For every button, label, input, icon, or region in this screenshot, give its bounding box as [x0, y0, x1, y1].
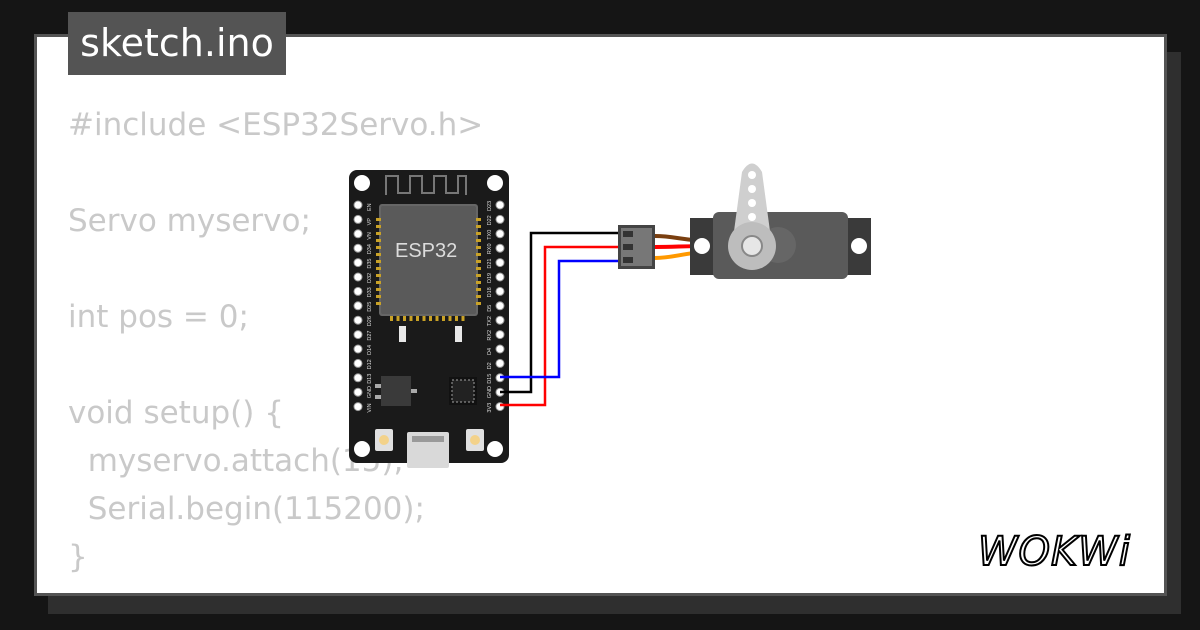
code-line: #include <ESP32Servo.h> [68, 107, 484, 143]
pin-label: EN [367, 203, 373, 211]
code-line: void setup() { [68, 395, 284, 431]
esp32-label: ESP32 [395, 240, 457, 262]
pin-d27[interactable] [353, 330, 363, 340]
pin-d5[interactable] [495, 301, 505, 311]
usb-chip [449, 377, 477, 405]
file-tab[interactable]: sketch.ino [68, 12, 286, 75]
pin-label: GND [487, 386, 493, 398]
pin-d18[interactable] [495, 286, 505, 296]
pin-label: D2 [487, 362, 493, 369]
pin-d4[interactable] [495, 344, 505, 354]
servo-motor[interactable] [618, 163, 871, 280]
en-button[interactable] [375, 429, 393, 451]
pin-d22[interactable] [495, 214, 505, 224]
pin-label: D14 [367, 345, 373, 355]
pin-label: GND [367, 386, 373, 398]
pin-en[interactable] [353, 200, 363, 210]
code-listing: #include <ESP32Servo.h> Servo myservo; i… [68, 101, 483, 581]
pin-label: RX0 [487, 243, 493, 254]
pin-d32[interactable] [353, 272, 363, 282]
pin-label: VIN [367, 403, 373, 412]
code-line: Serial.begin(115200); [68, 491, 425, 527]
pin-rx0[interactable] [495, 243, 505, 253]
pin-label: TX0 [487, 230, 493, 240]
pin-label: D12 [367, 359, 373, 369]
right-pin-header [495, 200, 505, 412]
pin-d33[interactable] [353, 286, 363, 296]
wires[interactable] [500, 231, 626, 407]
pin-d21[interactable] [495, 258, 505, 268]
voltage-regulator [375, 376, 417, 406]
pin-label: TX2 [487, 316, 493, 326]
pin-d13[interactable] [353, 373, 363, 383]
pin-label: D15 [487, 374, 493, 384]
pin-gnd[interactable] [353, 387, 363, 397]
pin-d14[interactable] [353, 344, 363, 354]
pin-d26[interactable] [353, 315, 363, 325]
code-line: Servo myservo; [68, 203, 311, 239]
pin-label: VP [367, 218, 373, 226]
usb-port [407, 432, 449, 468]
pin-label: D18 [487, 287, 493, 297]
pin-vn[interactable] [353, 229, 363, 239]
pin-label: RX2 [487, 330, 493, 341]
boot-button[interactable] [466, 429, 484, 451]
pin-d12[interactable] [353, 358, 363, 368]
pin-d2[interactable] [495, 358, 505, 368]
pin-label: D33 [367, 287, 373, 297]
wokwi-logo-text: WOKWi [978, 529, 1131, 575]
pin-tx0[interactable] [495, 229, 505, 239]
pin-label: D34 [367, 244, 373, 254]
left-pin-header [353, 200, 363, 412]
pin-d34[interactable] [353, 243, 363, 253]
pin-label: 3V3 [487, 403, 493, 413]
wokwi-logo: WOKWi [977, 528, 1131, 576]
pin-label: D35 [367, 259, 373, 269]
pin-d23[interactable] [495, 200, 505, 210]
pin-label: D21 [487, 259, 493, 269]
pin-rx2[interactable] [495, 330, 505, 340]
pin-label: D19 [487, 273, 493, 283]
pin-label: D13 [367, 374, 373, 384]
pin-label: D25 [367, 302, 373, 312]
esp32-board[interactable]: ESP32 ENVPVND34D35D32D33D25D26D27D14D12D… [349, 170, 509, 468]
pin-label: D22 [487, 215, 493, 225]
code-line: int pos = 0; [68, 299, 249, 335]
pin-d25[interactable] [353, 301, 363, 311]
pin-vp[interactable] [353, 214, 363, 224]
pin-d35[interactable] [353, 258, 363, 268]
preview-card [34, 34, 1167, 596]
pin-label: VN [367, 232, 373, 240]
pin-label: D27 [367, 331, 373, 341]
pin-label: D32 [367, 273, 373, 283]
pin-label: D4 [487, 348, 493, 355]
pin-vin[interactable] [353, 402, 363, 412]
pin-d19[interactable] [495, 272, 505, 282]
pin-label: D5 [487, 305, 493, 312]
pin-tx2[interactable] [495, 315, 505, 325]
pin-label: D26 [367, 316, 373, 326]
servo-horn[interactable] [728, 163, 776, 271]
pin-label: D23 [487, 201, 493, 211]
code-line: } [68, 539, 88, 575]
esp32-module: ESP32 [376, 204, 481, 321]
